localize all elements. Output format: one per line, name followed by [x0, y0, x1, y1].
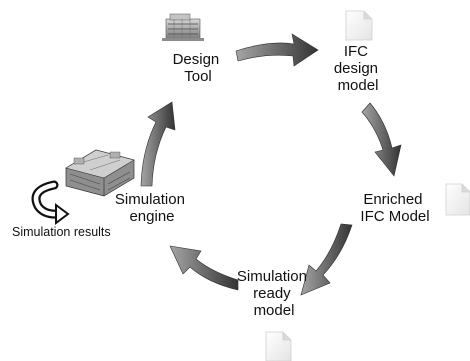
document-icon-enriched — [445, 183, 470, 216]
cycle-arrow-design-to-ifc — [235, 33, 319, 67]
enriched-ifc-model-label: Enriched IFC Model — [360, 191, 429, 225]
cycle-arrow-ready-to-engine — [169, 245, 239, 291]
building-model-icon — [65, 149, 135, 197]
simulation-ready-model-line-3: model — [254, 302, 295, 319]
building-render-icon — [162, 13, 204, 41]
simulation-engine-label: Simulation engine — [115, 191, 189, 225]
design-tool-line-2: Tool — [184, 68, 212, 85]
simulation-ready-model-label: Simulation ready model — [237, 268, 311, 319]
curved-arrow-icon — [31, 180, 70, 225]
ifc-design-model-line-2: design — [334, 60, 378, 77]
cycle-arrow-enriched-to-ready — [300, 223, 353, 296]
ifc-design-model-line-3: model — [338, 77, 379, 94]
cycle-arrow-engine-to-design — [140, 101, 176, 187]
simulation-ready-model-line-1: Simulation — [237, 268, 307, 285]
simulation-engine-line-2: engine — [129, 208, 174, 225]
simulation-ready-model-line-2: ready — [253, 285, 291, 302]
ifc-design-model-label: IFC design model — [334, 43, 382, 94]
design-tool-label: Design Tool — [173, 51, 224, 85]
document-icon-ifc-design — [345, 10, 373, 41]
document-icon-simulation-ready — [265, 331, 292, 361]
ifc-design-model-line-1: IFC — [344, 43, 368, 60]
design-tool-line-1: Design — [173, 51, 220, 68]
cycle-arrow-ifc-to-enriched — [361, 102, 402, 177]
enriched-ifc-model-line-1: Enriched — [363, 191, 422, 208]
enriched-ifc-model-line-2: IFC Model — [360, 208, 429, 225]
simulation-engine-line-1: Simulation — [115, 191, 185, 208]
simulation-results-label: Simulation results — [12, 225, 111, 239]
